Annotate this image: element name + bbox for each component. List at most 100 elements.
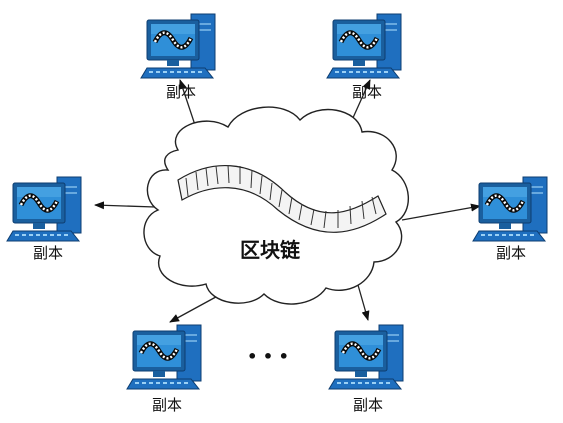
keyboard-key xyxy=(149,71,153,73)
chain-block-divider xyxy=(288,196,293,215)
keyboard-key xyxy=(356,71,360,73)
keyboard-key xyxy=(372,382,376,384)
keyboard-key xyxy=(342,71,346,73)
keyboard-key xyxy=(191,71,195,73)
connector-right xyxy=(401,203,481,221)
replica-computer-top-right xyxy=(326,13,402,79)
keyboard-key xyxy=(50,234,54,236)
chain-block-divider xyxy=(215,165,219,185)
keyboard-key xyxy=(488,234,492,236)
replica-computer-left xyxy=(6,176,82,242)
replica-computer-bottom-right xyxy=(328,324,404,390)
keyboard-key xyxy=(22,234,26,236)
keyboard-key xyxy=(64,234,68,236)
keyboard-key xyxy=(43,234,47,236)
keyboard-key xyxy=(149,382,153,384)
replica-computer-top-left xyxy=(140,13,216,79)
keyboard-key xyxy=(57,234,61,236)
chain-block-divider xyxy=(227,164,230,184)
keyboard-key xyxy=(337,382,341,384)
keyboard-key xyxy=(349,71,353,73)
keyboard-key xyxy=(163,71,167,73)
keyboard-key xyxy=(142,382,146,384)
center-label: 区块链 xyxy=(240,238,301,262)
chain-block-divider xyxy=(349,205,352,225)
keyboard-key xyxy=(184,71,188,73)
keyboard-key xyxy=(365,382,369,384)
chain-block-divider xyxy=(371,196,377,215)
monitor-stand xyxy=(355,371,367,377)
screen-glare xyxy=(137,335,181,345)
keyboard-key xyxy=(29,234,33,236)
blockchain-cloud: 区块链 xyxy=(143,106,410,305)
keyboard-key xyxy=(509,234,513,236)
chain-block-divider xyxy=(278,189,283,208)
keyboard-key xyxy=(386,382,390,384)
monitor-stand xyxy=(353,60,365,66)
keyboard-key xyxy=(523,234,527,236)
keyboard-key xyxy=(135,382,139,384)
chain-block-divider xyxy=(310,208,315,226)
keyboard-key xyxy=(36,234,40,236)
monitor-stand xyxy=(499,223,511,229)
screen-wave-blocks xyxy=(19,194,59,212)
replica-label-bottom-left: 副本 xyxy=(152,396,182,414)
monitor-stand xyxy=(167,60,179,66)
replica-label-right: 副本 xyxy=(496,244,526,262)
keyboard-key xyxy=(502,234,506,236)
replica-label-left: 副本 xyxy=(33,244,63,262)
monitor-stand xyxy=(33,223,45,229)
screen-wave-blocks xyxy=(139,342,179,360)
screen-wave-blocks xyxy=(153,31,193,49)
replica-label-top-right: 副本 xyxy=(352,83,382,101)
chain-block-divider xyxy=(323,210,327,229)
keyboard-key xyxy=(177,382,181,384)
chain-block-divider xyxy=(195,171,199,191)
chain-block-divider xyxy=(361,200,365,220)
screen-wave-blocks xyxy=(339,31,379,49)
chain-blocks xyxy=(185,164,377,229)
keyboard-key xyxy=(370,71,374,73)
connector-top-right xyxy=(351,79,371,121)
monitor-stand xyxy=(153,371,165,377)
screen-glare xyxy=(151,24,195,34)
keyboard-key xyxy=(170,71,174,73)
chain-block-divider xyxy=(185,177,189,197)
keyboard-key xyxy=(156,71,160,73)
chain-block-divider xyxy=(259,175,263,195)
keyboard-key xyxy=(379,382,383,384)
screen-glare xyxy=(339,335,383,345)
keyboard-key xyxy=(177,71,181,73)
keyboard-key xyxy=(481,234,485,236)
keyboard-key xyxy=(335,71,339,73)
screen-wave-blocks xyxy=(485,194,525,212)
screen-glare xyxy=(483,187,527,197)
keyboard-key xyxy=(156,382,160,384)
ellipsis: • • • xyxy=(247,347,289,366)
keyboard-key xyxy=(184,382,188,384)
keyboard-key xyxy=(516,234,520,236)
screen-glare xyxy=(337,24,381,34)
replica-computer-right xyxy=(472,176,548,242)
keyboard-key xyxy=(363,71,367,73)
screen-glare xyxy=(17,187,61,197)
chain-block-divider xyxy=(205,167,209,187)
chain-block-divider xyxy=(269,182,273,201)
keyboard-key xyxy=(344,382,348,384)
keyboard-key xyxy=(384,71,388,73)
replica-label-top-left: 副本 xyxy=(166,83,196,101)
keyboard-key xyxy=(170,382,174,384)
connector-left xyxy=(94,201,156,210)
replica-computer-bottom-left xyxy=(126,324,202,390)
keyboard-key xyxy=(530,234,534,236)
chain-block-divider xyxy=(250,169,253,189)
screen-wave-blocks xyxy=(341,342,381,360)
keyboard-key xyxy=(358,382,362,384)
chain-block-divider xyxy=(298,203,303,221)
keyboard-key xyxy=(351,382,355,384)
keyboard-key xyxy=(198,71,202,73)
keyboard-key xyxy=(495,234,499,236)
keyboard-key xyxy=(15,234,19,236)
replica-label-bottom-right: 副本 xyxy=(353,396,383,414)
